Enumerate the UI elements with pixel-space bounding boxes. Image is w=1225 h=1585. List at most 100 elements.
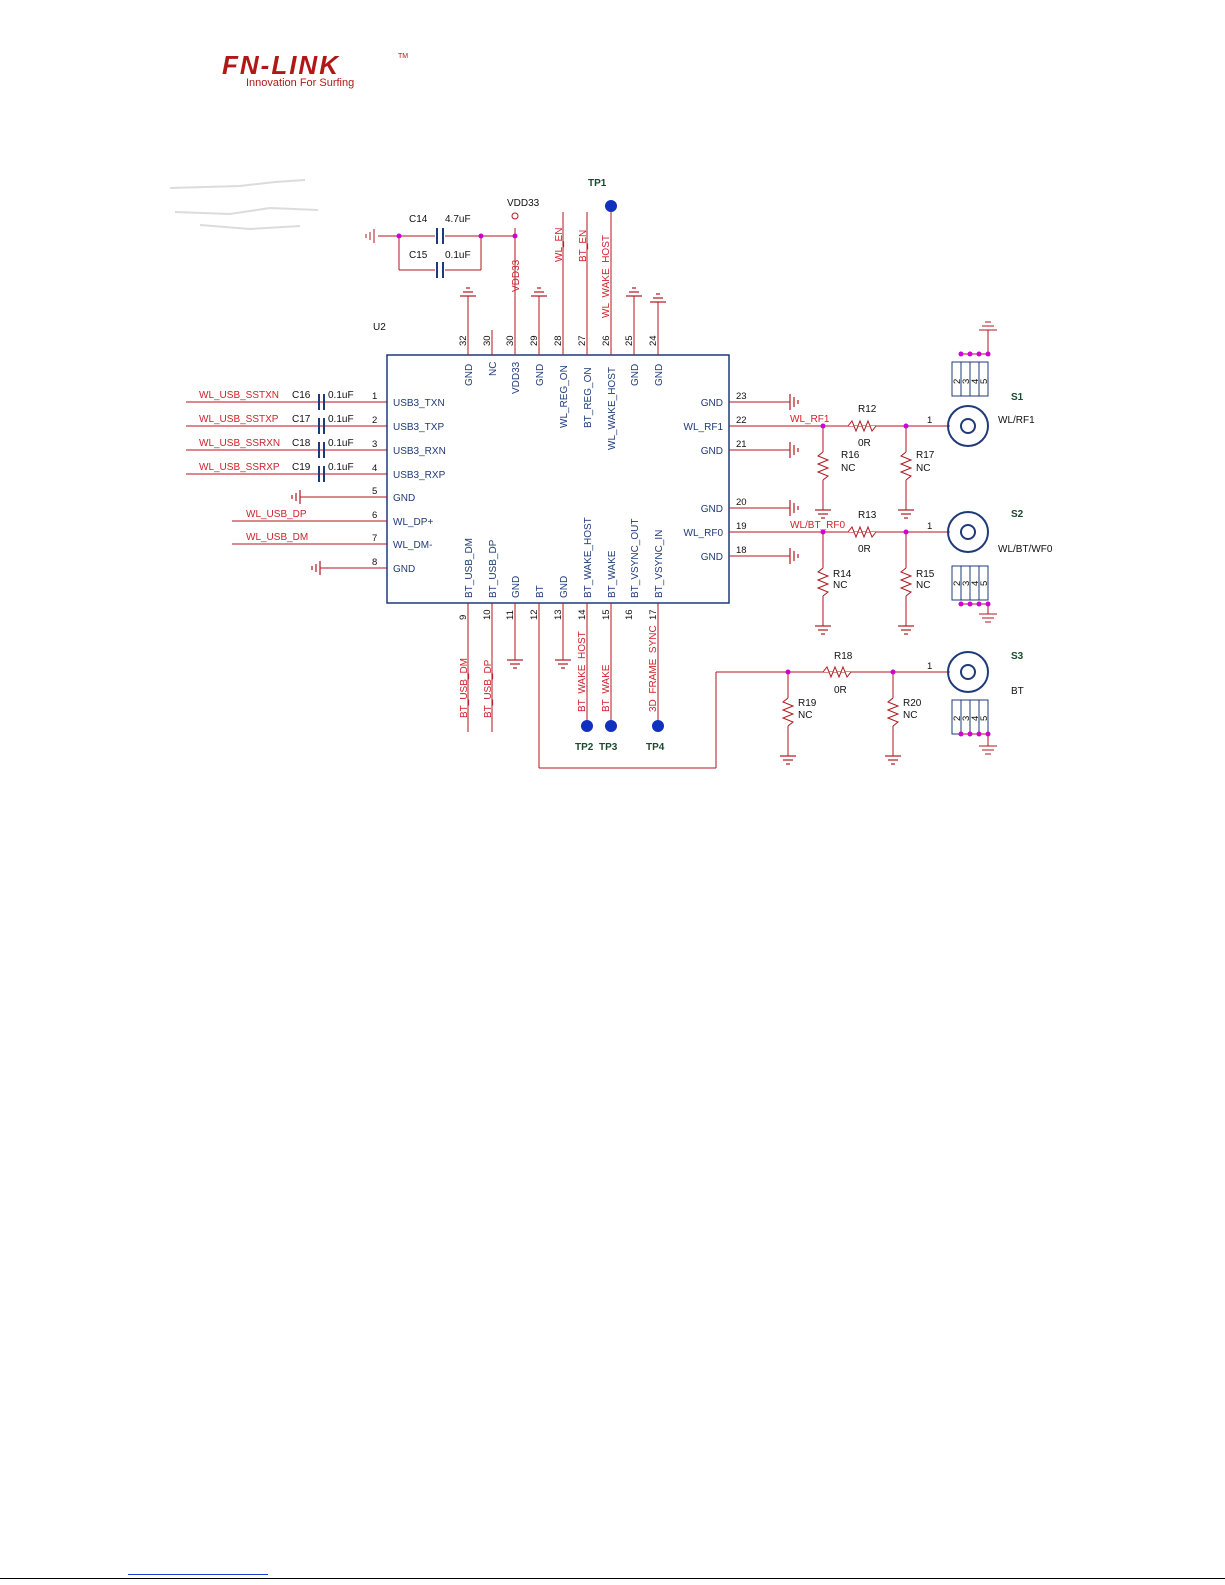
pin-7-name: WL_DM- xyxy=(393,540,432,551)
top-pin-numbers: 32 30 30 29 28 27 26 25 24 xyxy=(458,335,659,346)
s2-pin2: 2 xyxy=(952,581,963,586)
net-bt-usb-dp: BT_USB_DP xyxy=(483,659,494,718)
bottom-ground-symbols xyxy=(507,659,571,669)
s3-label: BT xyxy=(1011,686,1024,697)
pin-7-num: 7 xyxy=(372,533,377,544)
pin-26-name: WL_WAKE_HOST xyxy=(607,367,618,450)
net-wl-usb-sstxp: WL_USB_SSTXP xyxy=(199,414,279,425)
pin-2-name: USB3_TXP xyxy=(393,422,444,433)
pin-5-name: GND xyxy=(393,493,415,504)
pin-30-nc-name: NC xyxy=(488,362,499,376)
net-wl-usb-ssrxn: WL_USB_SSRXN xyxy=(199,438,280,449)
pin-21-name: GND xyxy=(701,446,723,457)
connector-junctions xyxy=(958,351,991,737)
connector-ground-wires xyxy=(961,321,997,755)
cap-c16-val: 0.1uF xyxy=(328,390,354,401)
r16-ref: R16 xyxy=(841,450,860,461)
r20-ref: R20 xyxy=(903,698,922,709)
net-wl-usb-sstxn: WL_USB_SSTXN xyxy=(199,390,279,401)
shunt-resistors xyxy=(781,426,913,756)
cap-c17-ref: C17 xyxy=(292,414,311,425)
pin-18-num: 18 xyxy=(736,545,747,556)
r15-ref: R15 xyxy=(916,569,935,580)
tp1-testpoint xyxy=(605,200,617,212)
cap-c17-val: 0.1uF xyxy=(328,414,354,425)
s3-ref: S3 xyxy=(1011,651,1024,662)
r19-ref: R19 xyxy=(798,698,817,709)
r18-ref: R18 xyxy=(834,651,853,662)
pin-32-name: GND xyxy=(464,364,475,386)
vdd33-rail-label: VDD33 xyxy=(507,198,540,209)
pin-27-name: BT_REG_ON xyxy=(583,367,594,428)
net-wl-usb-ssrxp: WL_USB_SSRXP xyxy=(199,462,280,473)
pin-8-name: GND xyxy=(393,564,415,575)
u2-chip-body xyxy=(386,354,730,604)
pin-17-num: 17 xyxy=(648,609,659,620)
footer-rule xyxy=(0,1578,1225,1579)
s3-pin2: 2 xyxy=(952,716,963,721)
s1-pin1: 1 xyxy=(927,415,932,426)
r12-ref: R12 xyxy=(858,404,877,415)
s1-pin2: 2 xyxy=(952,379,963,384)
net-wl-wake-host: WL_WAKE_HOST xyxy=(601,235,612,318)
pin-24-name: GND xyxy=(654,364,665,386)
net-wl-usb-dp: WL_USB_DP xyxy=(246,509,307,520)
pin-28-name: WL_REG_ON xyxy=(559,365,570,428)
s3-pin5: 5 xyxy=(979,716,990,721)
tp4-label: TP4 xyxy=(646,742,665,753)
r14-val: NC xyxy=(833,580,847,591)
pin-26-num: 26 xyxy=(601,335,612,346)
net-3d-frame-sync: 3D_FRAME_SYNC xyxy=(648,625,659,712)
pin-32-num: 32 xyxy=(458,335,469,346)
pin-8-num: 8 xyxy=(372,557,377,568)
pin-1-name: USB3_TXN xyxy=(393,398,445,409)
net-wl-en: WL_EN xyxy=(554,228,565,262)
s3-pin3: 3 xyxy=(961,716,972,721)
right-ground-symbols xyxy=(789,394,799,564)
cap-c19-val: 0.1uF xyxy=(328,462,354,473)
tp3-testpoint xyxy=(605,720,617,732)
pin-24-num: 24 xyxy=(648,335,659,346)
connector-pin-numbers: 1 1 1 2 3 4 5 2 3 4 5 2 3 4 5 xyxy=(927,379,990,721)
bottom-pin-lines xyxy=(467,603,950,769)
net-vdd33-vertical: VDD33 xyxy=(511,259,522,292)
pin-28-num: 28 xyxy=(553,335,564,346)
pin-27-num: 27 xyxy=(577,335,588,346)
bottom-net-labels: BT_USB_DM BT_USB_DP BT_WAKE_HOST BT_WAKE… xyxy=(459,625,659,718)
cap-c16-ref: C16 xyxy=(292,390,311,401)
pin-6-name: WL_DP+ xyxy=(393,517,433,528)
logo-tagline: Innovation For Surfing xyxy=(246,77,354,89)
decoupling-wires xyxy=(365,229,515,271)
left-pin-group xyxy=(186,394,387,575)
r19-val: NC xyxy=(798,710,812,721)
s1-label: WL/RF1 xyxy=(998,415,1035,426)
pin-29-name: GND xyxy=(535,364,546,386)
pin-4-name: USB3_RXP xyxy=(393,470,446,481)
pin-1-num: 1 xyxy=(372,391,377,402)
top-net-labels: VDD33 WL_EN BT_EN WL_WAKE_HOST xyxy=(511,228,612,318)
c14-val: 4.7uF xyxy=(445,214,471,225)
pin-10-name: BT_USB_DP xyxy=(488,539,499,598)
tp1-label: TP1 xyxy=(588,178,607,189)
s1-pin3: 3 xyxy=(961,379,972,384)
top-ground-symbols xyxy=(460,287,666,303)
pin-20-name: GND xyxy=(701,504,723,515)
series-resistors xyxy=(822,419,877,679)
pin-25-num: 25 xyxy=(624,335,635,346)
pin-23-num: 23 xyxy=(736,391,747,402)
pin-11-num: 11 xyxy=(505,610,516,620)
net-bt-en: BT_EN xyxy=(578,230,589,262)
pin-30-nc-num: 30 xyxy=(482,335,493,346)
c15-val: 0.1uF xyxy=(445,250,471,261)
fn-link-logo: FN-LINK TM Innovation For Surfing xyxy=(222,50,408,89)
cap-c18-ref: C18 xyxy=(292,438,311,449)
cap-c18-val: 0.1uF xyxy=(328,438,354,449)
cap-c19-ref: C19 xyxy=(292,462,311,473)
pin-10-num: 10 xyxy=(482,609,493,620)
tp4-testpoint xyxy=(652,720,664,732)
rf-junctions xyxy=(785,423,909,675)
net-wl-bt-rf0: WL/BT_RF0 xyxy=(790,520,845,531)
r13-val: 0R xyxy=(858,544,871,555)
top-pin-names: GND NC VDD33 GND WL_REG_ON BT_REG_ON WL_… xyxy=(464,361,665,450)
pin-9-name: BT_USB_DM xyxy=(464,538,475,598)
